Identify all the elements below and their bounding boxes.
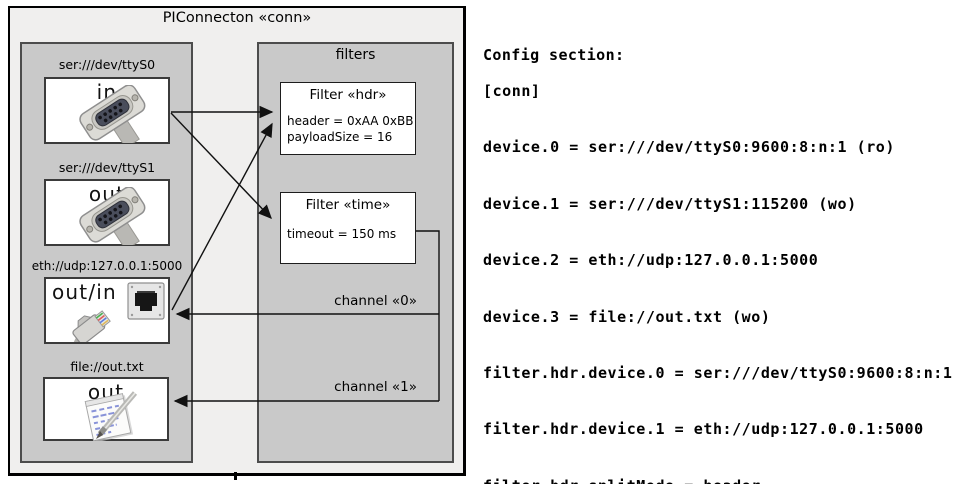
config-line: filter.hdr.device.0 = ser:///dev/ttyS0:9… bbox=[483, 363, 953, 382]
config-line: filter.hdr.splitMode = header bbox=[483, 477, 962, 484]
filter-node-time: Filter «time» timeout = 150 ms bbox=[280, 192, 416, 264]
filters-panel-title: filters bbox=[335, 47, 376, 63]
device-node-ttys1: out bbox=[44, 179, 170, 246]
device-direction-label: out bbox=[87, 380, 125, 404]
config-heading: Config section: bbox=[483, 46, 625, 64]
device-uri-file: file://out.txt bbox=[70, 359, 144, 374]
device-node-ttys0: in bbox=[44, 77, 170, 144]
filter-title: Filter «time» bbox=[305, 197, 391, 213]
filter-attribute: payloadSize = 16 bbox=[287, 130, 393, 144]
device-uri-ttys0: ser:///dev/ttyS0 bbox=[58, 57, 156, 72]
channel-0-label: channel «0» bbox=[334, 293, 417, 309]
config-line: device.0 = ser:///dev/ttyS0:9600:8:n:1 (… bbox=[483, 138, 895, 157]
filter-attribute: header = 0xAA 0xBB bbox=[287, 114, 414, 128]
config-section: Config section: [conn] device.0 = ser://… bbox=[483, 8, 964, 484]
filter-title: Filter «hdr» bbox=[309, 87, 387, 103]
config-lines: [conn] device.0 = ser:///dev/ttyS0:9600:… bbox=[483, 44, 962, 484]
device-direction-label: in bbox=[96, 80, 118, 104]
channel-1-label: channel «1» bbox=[334, 379, 417, 395]
filter-attribute: timeout = 150 ms bbox=[287, 227, 397, 241]
device-uri-ttys1: ser:///dev/ttyS1 bbox=[58, 160, 156, 175]
config-line: device.3 = file://out.txt (wo) bbox=[483, 307, 771, 326]
device-direction-label: out bbox=[88, 182, 126, 206]
device-node-eth: out/in bbox=[44, 277, 170, 344]
diagram-title: PIConnecton «conn» bbox=[162, 10, 312, 26]
config-line: [conn] bbox=[483, 82, 541, 100]
filter-node-hdr: Filter «hdr» header = 0xAA 0xBB payloadS… bbox=[280, 82, 416, 155]
config-line: device.1 = ser:///dev/ttyS1:115200 (wo) bbox=[483, 194, 857, 213]
config-line: device.2 = eth://udp:127.0.0.1:5000 bbox=[483, 251, 819, 270]
config-line: filter.hdr.device.1 = eth://udp:127.0.0.… bbox=[483, 420, 924, 439]
device-uri-eth: eth://udp:127.0.0.1:5000 bbox=[31, 259, 183, 273]
device-direction-label: out/in bbox=[52, 280, 117, 304]
device-node-file: out bbox=[43, 377, 169, 441]
diagram-bottom-anchor-tick bbox=[234, 472, 237, 480]
